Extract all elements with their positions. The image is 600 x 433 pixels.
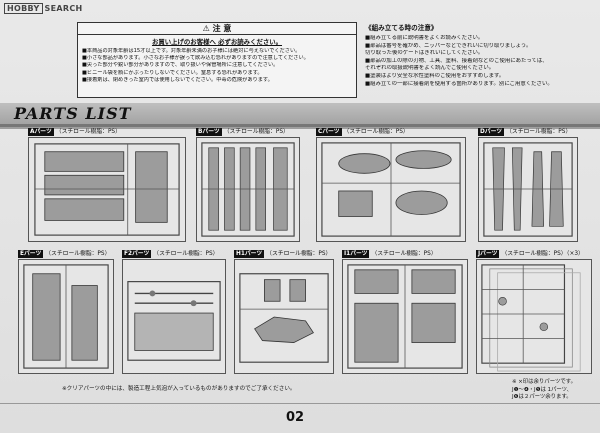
assembly-notes: 《組み立てる時の注意》 ■組み立てる前に説明書をよくお読みください。 ■部品は番… bbox=[365, 22, 595, 98]
frame-e-desc: （スチロール樹脂：PS） bbox=[45, 251, 111, 257]
frame-c-desc: （スチロール樹脂：PS） bbox=[343, 129, 409, 135]
frame-f2-desc: （スチロール樹脂：PS） bbox=[153, 251, 219, 257]
caution-subheading: お買い上げのお客様へ 必ずお読みください。 bbox=[151, 38, 283, 46]
frame-j: Jパーツ（スチロール樹脂：PS）（×3） bbox=[476, 250, 592, 374]
page-number: 02 bbox=[286, 410, 305, 425]
watermark-suffix: SEARCH bbox=[44, 4, 83, 13]
frame-f2-sprue bbox=[122, 259, 226, 374]
frame-d-label: Dパーツ（スチロール樹脂：PS） bbox=[478, 128, 571, 136]
frame-d-sprue bbox=[478, 137, 578, 242]
notes-line: ■塗装はより安全な水性塗料のご使用をおすすめします。 bbox=[365, 72, 505, 79]
notes-line: ■組み立てる前に説明書をよくお読みください。 bbox=[365, 35, 484, 41]
frame-a: Aパーツ（スチロール樹脂：PS） bbox=[28, 128, 186, 242]
sprue-drawing bbox=[481, 264, 581, 372]
frame-h1-label: H1パーツ（スチロール樹脂：PS） bbox=[234, 250, 331, 258]
frame-h1-tag: H1パーツ bbox=[234, 250, 265, 258]
page-rule bbox=[0, 403, 600, 404]
frame-e-label: Eパーツ（スチロール樹脂：PS） bbox=[18, 250, 110, 258]
notes-line: 切り取った後のゲートはきれいにしてください。 bbox=[365, 50, 484, 57]
frame-b-desc: （スチロール樹脂：PS） bbox=[223, 129, 289, 135]
frame-i1: I1パーツ（スチロール樹脂：PS） bbox=[342, 250, 468, 374]
frame-h1-desc: （スチロール樹脂：PS） bbox=[266, 251, 332, 257]
frame-f2-tag: F2パーツ bbox=[122, 250, 152, 258]
frame-d-tag: Dパーツ bbox=[478, 128, 505, 136]
sprue-drawing bbox=[201, 142, 295, 237]
frame-b: Bパーツ（スチロール樹脂：PS） bbox=[196, 128, 300, 242]
sprue-drawing bbox=[127, 281, 221, 361]
clear-parts-note: ※クリアパーツの中には、製造工程上気泡が入っているものがありますのでご了承くださ… bbox=[62, 386, 296, 392]
frame-b-label: Bパーツ（スチロール樹脂：PS） bbox=[196, 128, 289, 136]
frame-j-sprue bbox=[476, 259, 592, 374]
caution-line: ■尖った部分や鋭い部分がありますので、取り扱いや保管場所に注意してください。 bbox=[82, 62, 279, 69]
frame-j-label: Jパーツ（スチロール樹脂：PS）（×3） bbox=[476, 250, 584, 258]
watermark-brand: HOBBY bbox=[4, 3, 43, 14]
frame-h1-sprue bbox=[234, 259, 334, 374]
caution-box: ⚠ 注 意 お買い上げのお客様へ 必ずお読みください。 ■本商品の対象年齢は15… bbox=[77, 22, 357, 98]
frame-e-tag: Eパーツ bbox=[18, 250, 44, 258]
sprue-drawing bbox=[34, 143, 180, 236]
parts-list-title: PARTS LIST bbox=[14, 104, 132, 123]
caution-line: ■小さな部品があります。小さなお子様が誤って飲み込む恐れがありますので注意してく… bbox=[82, 55, 309, 62]
frame-a-desc: （スチロール樹脂：PS） bbox=[55, 129, 121, 135]
frame-i1-tag: I1パーツ bbox=[342, 250, 370, 258]
notes-line: ■組み立ての一部に接着剤を使用する箇所があります。別にご用意ください。 bbox=[365, 80, 553, 87]
caution-line: ■本商品の対象年齢は15才以上です。対象年齢未満のお子様には絶対に与えないでくだ… bbox=[82, 48, 301, 54]
frame-e: Eパーツ（スチロール樹脂：PS） bbox=[18, 250, 114, 374]
sprue-drawing bbox=[347, 264, 463, 369]
frame-a-tag: Aパーツ bbox=[28, 128, 54, 136]
frame-d-desc: （スチロール樹脂：PS） bbox=[506, 129, 572, 135]
frame-d: Dパーツ（スチロール樹脂：PS） bbox=[478, 128, 578, 242]
caution-line: ■接着剤は、閉めきった室内では使用しないでください。中毒の危険があります。 bbox=[82, 76, 273, 83]
legend-line: J❻は２パーツ余ります。 bbox=[512, 394, 572, 401]
sprue-drawing bbox=[483, 142, 573, 237]
frame-j-tag: Jパーツ bbox=[476, 250, 500, 258]
frame-i1-desc: （スチロール樹脂：PS） bbox=[371, 251, 437, 257]
sprue-drawing bbox=[23, 264, 109, 369]
frame-i1-sprue bbox=[342, 259, 468, 374]
notes-title: 《組み立てる時の注意》 bbox=[365, 24, 438, 32]
frame-b-sprue bbox=[196, 137, 300, 242]
frame-f2: F2パーツ（スチロール樹脂：PS） bbox=[122, 250, 226, 374]
caution-line: ■ビニール袋を顔にかぶったりしないでください。窒息する恐れがあります。 bbox=[82, 69, 263, 76]
frame-b-tag: Bパーツ bbox=[196, 128, 222, 136]
legend-line: ※ ×印は余りパーツです。 bbox=[512, 379, 577, 385]
frame-h1: H1パーツ（スチロール樹脂：PS） bbox=[234, 250, 334, 374]
caution-lines: ■本商品の対象年齢は15才以上です。対象年齢未満のお子様には絶対に与えないでくだ… bbox=[78, 46, 356, 84]
frame-j-desc: （スチロール樹脂：PS）（×3） bbox=[501, 251, 584, 257]
banner-strip bbox=[0, 124, 600, 127]
frame-e-sprue bbox=[18, 259, 114, 374]
caution-heading: ⚠ 注 意 bbox=[78, 23, 356, 35]
notes-line: ■部品の加工の際の刃物、工具、塗料、接着剤などのご使用にあたっては、 bbox=[365, 57, 548, 64]
frame-i1-label: I1パーツ（スチロール樹脂：PS） bbox=[342, 250, 437, 258]
frame-c-label: Cパーツ（スチロール樹脂：PS） bbox=[316, 128, 409, 136]
legend-line: J❶～❹・J❺は 1パーツ、 bbox=[512, 386, 573, 393]
spare-parts-legend: ※ ×印は余りパーツです。 J❶～❹・J❺は 1パーツ、 J❻は２パーツ余ります… bbox=[512, 379, 576, 402]
notes-line: それぞれの取扱説明書をよく読んでご使用ください。 bbox=[365, 65, 495, 72]
notes-line: ■部品は番号を確かめ、ニッパーなどできれいに切り取りましょう。 bbox=[365, 42, 532, 49]
frame-a-label: Aパーツ（スチロール樹脂：PS） bbox=[28, 128, 121, 136]
frame-a-sprue bbox=[28, 137, 186, 242]
frame-f2-label: F2パーツ（スチロール樹脂：PS） bbox=[122, 250, 218, 258]
sprue-drawing bbox=[239, 273, 329, 363]
frame-c: Cパーツ（スチロール樹脂：PS） bbox=[316, 128, 466, 242]
frame-c-sprue bbox=[316, 137, 466, 242]
sprue-drawing bbox=[321, 142, 461, 237]
frame-c-tag: Cパーツ bbox=[316, 128, 342, 136]
